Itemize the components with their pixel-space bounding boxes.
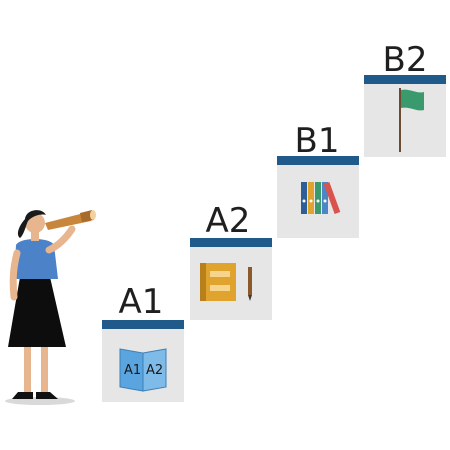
level-label-b1: B1	[294, 121, 340, 161]
binders-icon	[301, 181, 341, 215]
book-map-label-left: A1	[124, 363, 141, 378]
card-header-bar	[277, 156, 359, 165]
notebook-pencil-icon	[200, 263, 252, 301]
card-header-bar	[190, 238, 272, 247]
telescope-icon	[45, 210, 96, 230]
level-label-a2: A2	[205, 201, 251, 241]
card-header-bar	[102, 320, 184, 329]
level-label-b2: B2	[382, 40, 428, 80]
level-label-a1: A1	[118, 282, 164, 322]
book-map-icon: A1 A2	[119, 348, 167, 392]
woman-with-telescope	[5, 210, 96, 405]
book-map-label-right: A2	[146, 363, 163, 378]
level-card-a1: A1 A2	[102, 320, 184, 402]
level-card-a2	[190, 238, 272, 320]
level-card-b2	[364, 75, 446, 157]
flag-icon	[399, 88, 424, 152]
level-card-b1	[277, 156, 359, 238]
card-header-bar	[364, 75, 446, 84]
